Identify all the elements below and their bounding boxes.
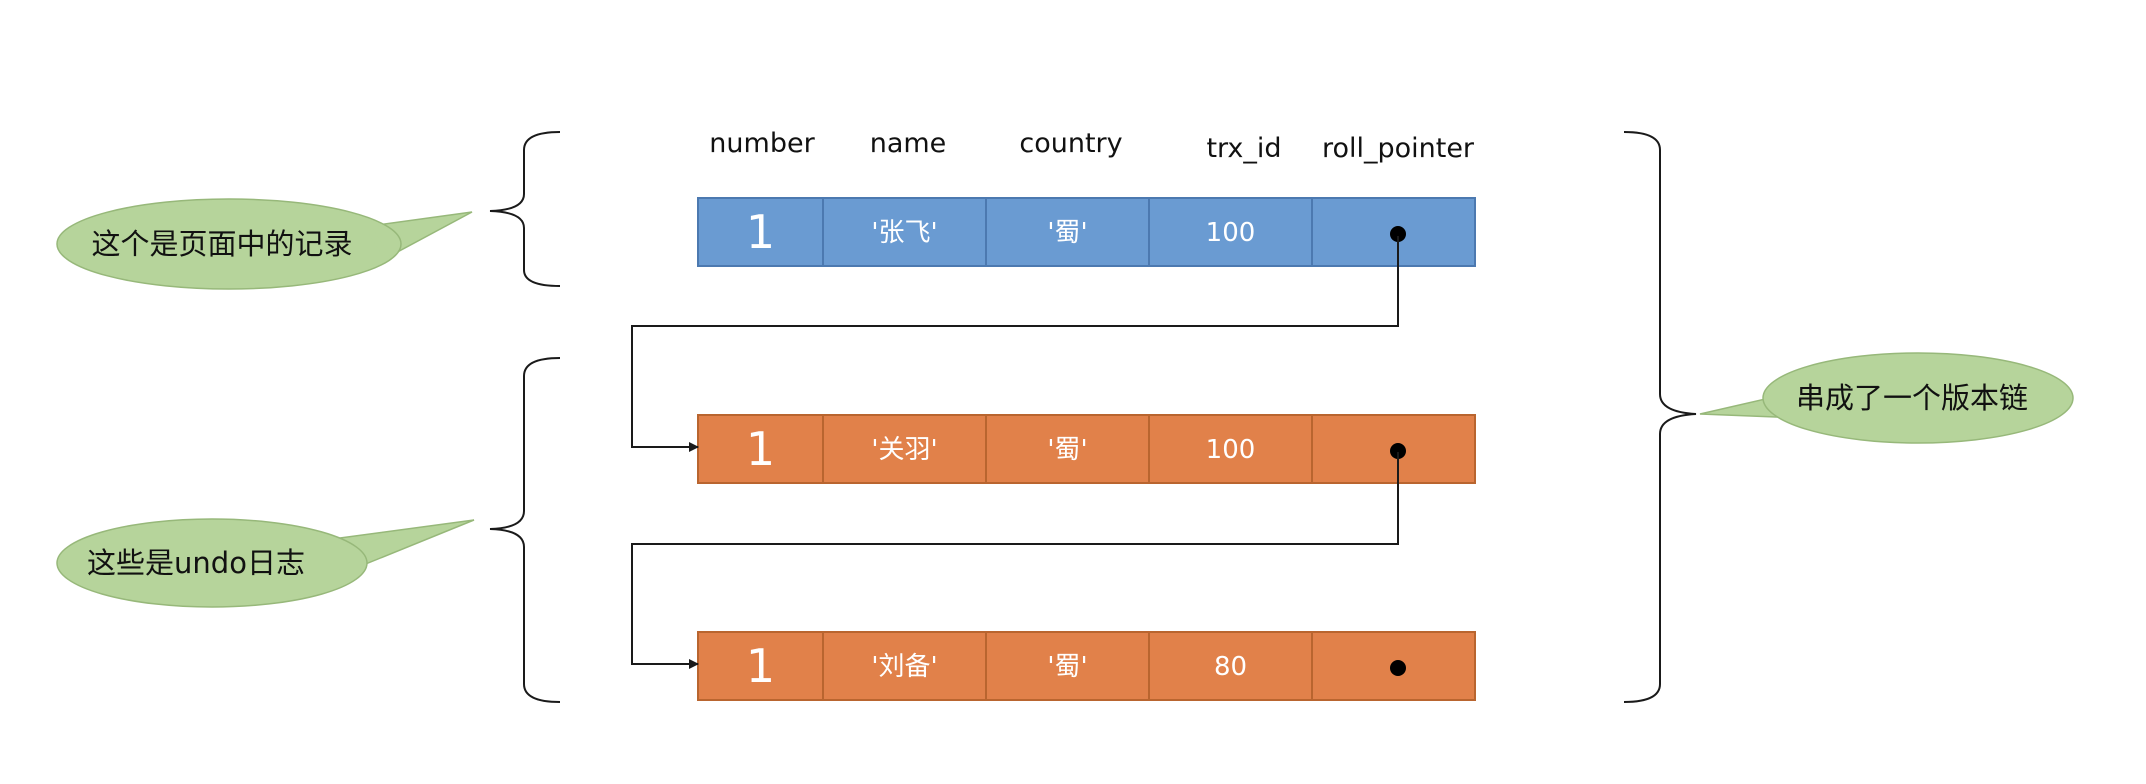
record-cell — [985, 631, 1150, 701]
roll-pointer-link-2 — [631, 452, 1399, 669]
record-cell — [985, 414, 1150, 484]
cell-number: 1 — [746, 639, 775, 693]
callout-version-chain-bubble — [1762, 352, 2074, 444]
cell-name: '关羽' — [871, 435, 937, 465]
version-chain-brace — [1623, 131, 1697, 703]
callout-undo-logs: 这些是undo日志 — [56, 518, 475, 608]
roll-pointer-connectors — [631, 236, 1399, 669]
callout-undo-logs-bubble — [56, 518, 368, 608]
record-cell — [697, 631, 824, 701]
record-cell — [697, 197, 824, 267]
record-cell — [697, 414, 824, 484]
undo-log-brace — [489, 357, 561, 703]
cell-name: '张飞' — [871, 218, 937, 248]
undo-log-row: 1 '关羽' '蜀' 100 — [697, 414, 1476, 484]
undo-log-row: 1 '刘备' '蜀' 80 — [697, 631, 1476, 701]
cell-name: '刘备' — [871, 652, 937, 682]
callout-page-record: 这个是页面中的记录 — [56, 198, 473, 290]
cell-country: '蜀' — [1047, 435, 1087, 465]
roll-pointer-dot — [1390, 660, 1406, 676]
roll-pointer-dot — [1390, 443, 1406, 459]
record-cell — [1148, 414, 1313, 484]
cell-country: '蜀' — [1047, 218, 1087, 248]
page-record-row: 1 '张飞' '蜀' 100 — [697, 197, 1476, 267]
record-cell — [822, 414, 987, 484]
roll-pointer-dot — [1390, 226, 1406, 242]
column-headers: number name country trx_id roll_pointer — [709, 128, 1475, 164]
column-header-roll-pointer: roll_pointer — [1322, 133, 1475, 164]
callout-undo-logs-text: 这些是undo日志 — [87, 546, 305, 580]
column-header-name: name — [870, 128, 947, 159]
cell-number: 1 — [746, 422, 775, 476]
cell-trx-id: 80 — [1214, 652, 1247, 682]
record-cell — [822, 631, 987, 701]
page-record-brace — [489, 131, 561, 287]
cell-trx-id: 100 — [1206, 435, 1256, 465]
cell-number: 1 — [746, 205, 775, 259]
cell-trx-id: 100 — [1206, 218, 1256, 248]
callout-version-chain-text: 串成了一个版本链 — [1796, 381, 2028, 415]
record-rows: 1 '张飞' '蜀' 100 1 '关羽' '蜀' 100 1 '刘备' '蜀' 80 — [697, 197, 1476, 701]
record-cell — [985, 197, 1150, 267]
cell-country: '蜀' — [1047, 652, 1087, 682]
column-header-number: number — [709, 128, 815, 159]
callout-page-record-bubble — [56, 198, 402, 290]
column-header-trx-id: trx_id — [1206, 133, 1281, 164]
callout-version-chain: 串成了一个版本链 — [1699, 352, 2074, 444]
roll-pointer-link-1 — [631, 236, 1399, 452]
callout-page-record-text: 这个是页面中的记录 — [91, 227, 352, 261]
record-cell — [822, 197, 987, 267]
column-header-country: country — [1019, 128, 1122, 159]
